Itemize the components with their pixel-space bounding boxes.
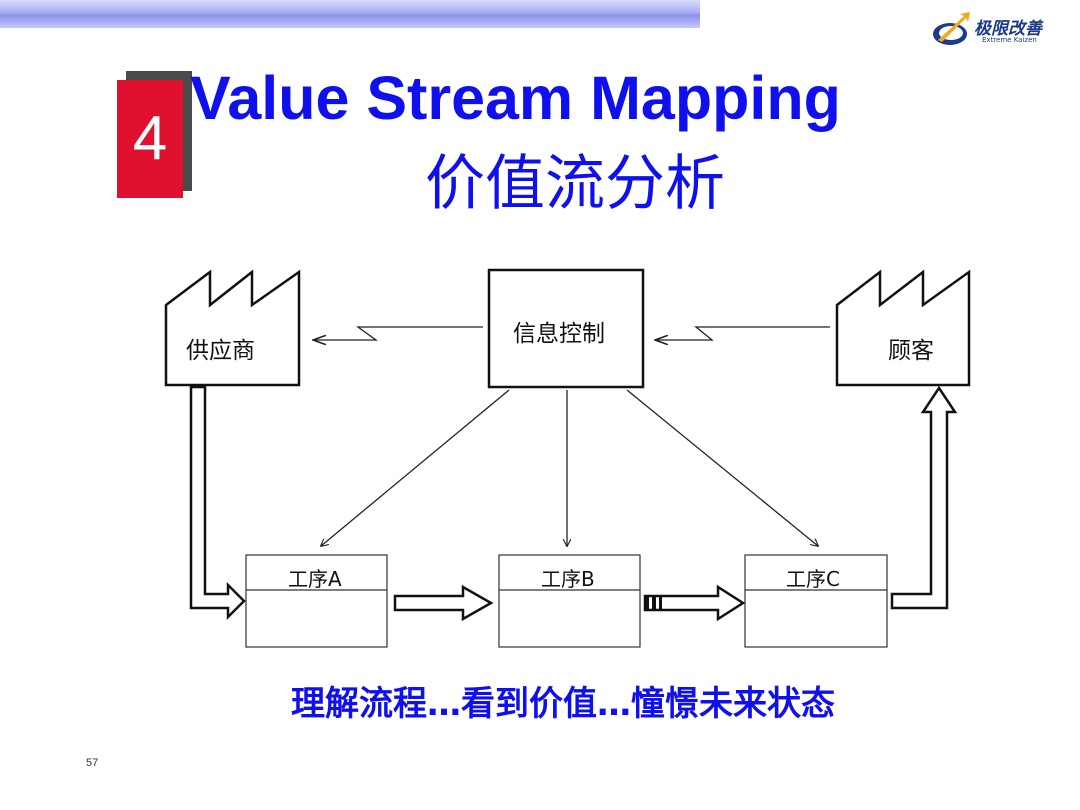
top-gradient-band	[0, 0, 700, 28]
process-b-label: 工序B	[541, 567, 595, 591]
supplier-label: 供应商	[186, 338, 255, 364]
info-to-process-c-arrow	[626, 389, 818, 546]
logo-name-en: Extreme Kaizen	[982, 36, 1037, 44]
info-to-process-a-arrow	[321, 389, 510, 546]
process-b-to-c-push-arrow	[643, 584, 746, 622]
logo: 极限改善 Extreme Kaizen	[930, 10, 1060, 50]
process-a-label: 工序A	[288, 567, 342, 591]
info-control-label: 信息控制	[513, 321, 605, 347]
customer-factory-icon	[835, 269, 971, 387]
process-box-a	[245, 554, 388, 648]
page-title: Value Stream Mapping	[190, 64, 841, 132]
process-c-to-customer-ship-arrow	[890, 385, 958, 610]
page-subtitle: 价值流分析	[425, 149, 725, 219]
info-control-box	[487, 268, 645, 389]
logo-name-cn: 极限改善	[974, 19, 1042, 39]
footer-tagline: 理解流程…看到价值…憧憬未来状态	[291, 684, 835, 724]
process-box-b	[498, 554, 641, 648]
process-a-to-b-push-arrow	[393, 584, 494, 622]
section-number: 4	[117, 80, 183, 198]
customer-label: 顾客	[888, 338, 934, 364]
info-to-supplier-arrow	[313, 326, 483, 340]
process-box-c	[744, 554, 888, 648]
supplier-to-process-a-push-arrow	[189, 385, 246, 621]
page-number: 57	[86, 757, 99, 769]
process-c-label: 工序C	[786, 567, 840, 591]
supplier-factory-icon	[164, 269, 301, 387]
customer-to-info-arrow	[655, 326, 830, 340]
logo-swoosh-icon	[933, 12, 970, 45]
